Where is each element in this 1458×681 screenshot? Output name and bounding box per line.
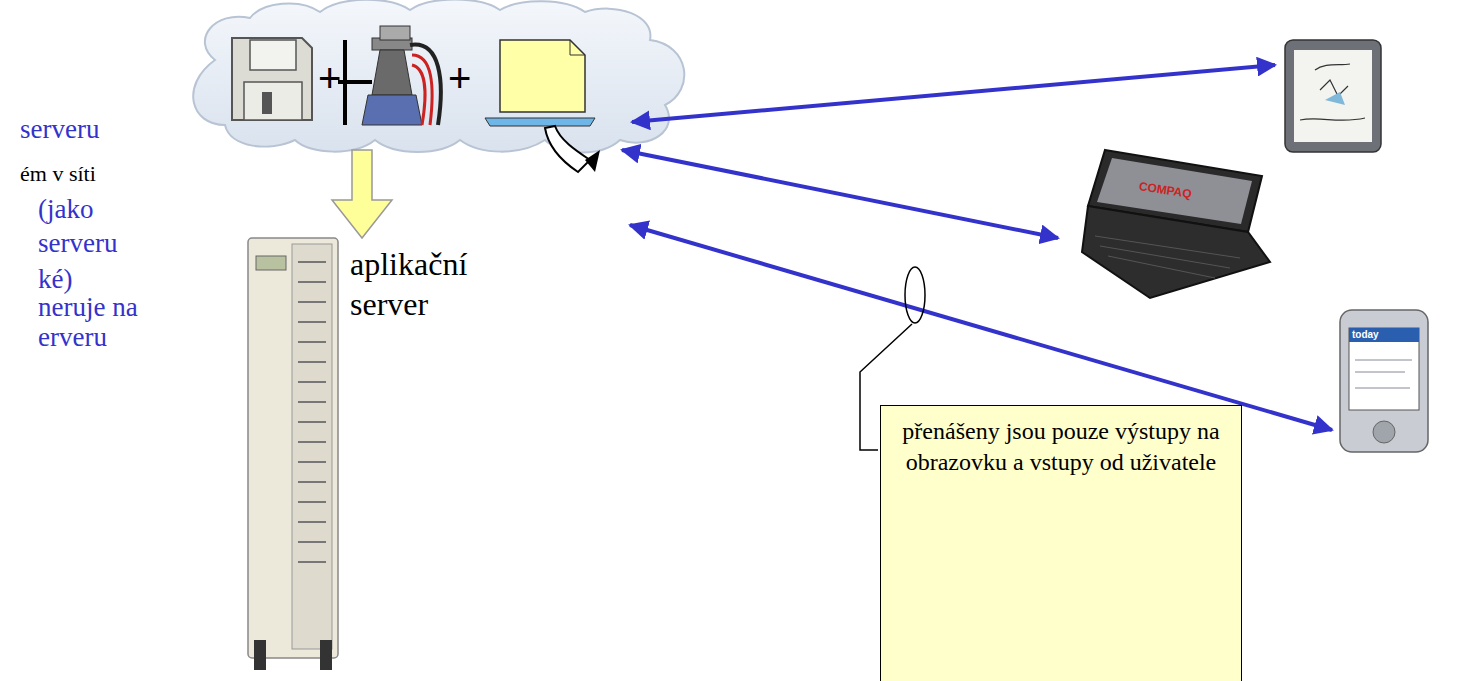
server-label: aplikační server xyxy=(350,244,520,324)
connection-arrow xyxy=(622,65,1332,430)
plus-sign: + xyxy=(318,56,341,100)
cloud xyxy=(193,0,684,152)
screen-heading: today xyxy=(1352,329,1379,340)
side-text: erveru xyxy=(38,323,107,353)
note-text: přenášeny jsou pouze výstupy na obrazovk… xyxy=(897,416,1225,478)
pda-device xyxy=(1340,310,1428,452)
note-box: přenášeny jsou pouze výstupy na obrazovk… xyxy=(880,405,1242,681)
down-arrow xyxy=(332,150,392,238)
server-illustration xyxy=(248,238,338,670)
laptop-device xyxy=(1082,150,1270,298)
side-text: serveru xyxy=(20,115,99,145)
side-text: serveru xyxy=(38,229,117,259)
side-text: neruje na xyxy=(38,293,138,323)
side-text: ém v síti xyxy=(20,162,96,186)
tablet-device xyxy=(1285,40,1381,152)
grinder-icon xyxy=(338,26,441,125)
side-text: (jako xyxy=(38,195,93,225)
floppy-icon xyxy=(232,38,312,120)
plus-sign: + xyxy=(448,56,471,100)
serving-icon xyxy=(485,40,600,172)
side-text: ké) xyxy=(38,265,72,295)
